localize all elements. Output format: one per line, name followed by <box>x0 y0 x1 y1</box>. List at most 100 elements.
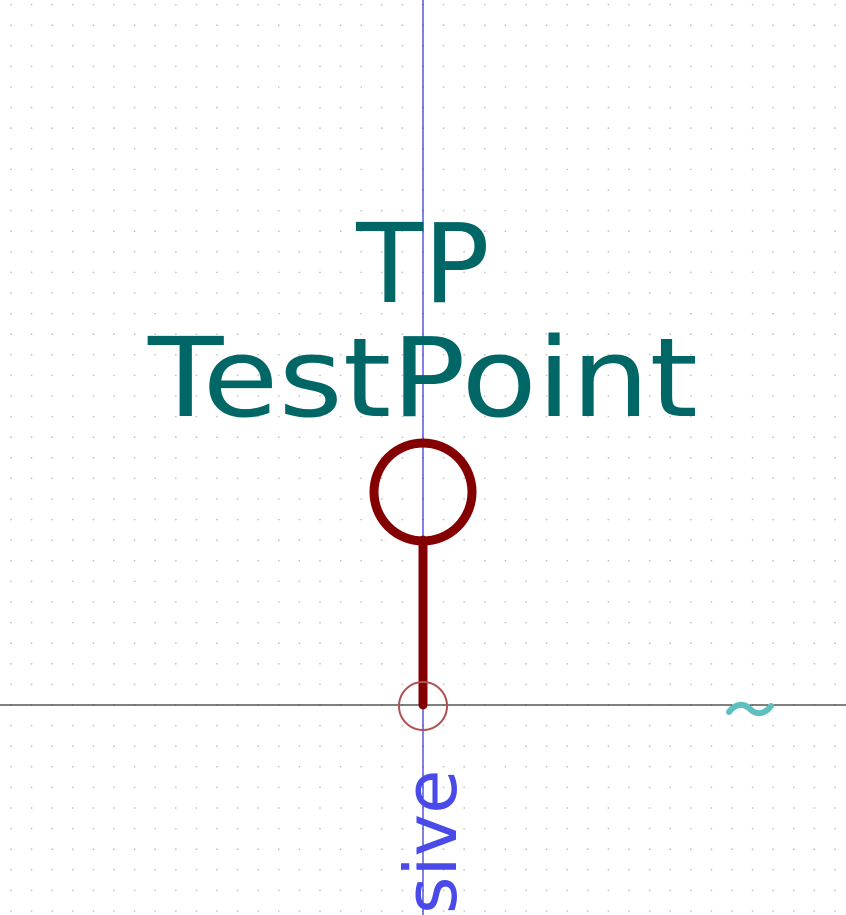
grid-dot <box>586 786 589 789</box>
grid-dot <box>628 374 630 377</box>
grid-dot <box>298 642 301 645</box>
grid-dot <box>154 292 157 294</box>
grid-dot <box>195 168 198 171</box>
grid-dot <box>813 24 816 27</box>
grid-dot <box>92 65 95 68</box>
grid-dot <box>669 807 672 809</box>
grid-dot <box>113 333 115 336</box>
grid-dot <box>195 292 198 294</box>
grid-dot <box>442 333 445 336</box>
testpoint-circle <box>369 438 477 546</box>
grid-dot <box>216 65 218 68</box>
grid-dot <box>380 271 383 274</box>
grid-dot <box>834 765 836 768</box>
grid-dot <box>607 127 610 130</box>
grid-dot <box>669 621 672 624</box>
grid-dot <box>566 230 569 233</box>
grid-dot <box>71 333 74 336</box>
grid-dot <box>319 250 321 253</box>
grid-dot <box>195 807 198 809</box>
grid-dot <box>792 889 795 892</box>
grid-dot <box>51 3 54 6</box>
grid-dot <box>545 559 548 562</box>
grid-dot <box>751 868 754 871</box>
grid-dot <box>298 456 301 459</box>
grid-dot <box>257 436 260 439</box>
grid-dot <box>236 312 239 315</box>
grid-dot <box>813 621 816 624</box>
grid-dot <box>401 168 404 171</box>
grid-dot <box>71 250 74 253</box>
grid-dot <box>545 662 548 665</box>
grid-dot <box>51 415 54 418</box>
grid-dot <box>504 868 507 871</box>
grid-dot <box>834 745 836 748</box>
grid-dot <box>51 353 54 356</box>
grid-dot <box>10 456 12 459</box>
grid-dot <box>113 147 115 150</box>
grid-dot <box>545 24 548 27</box>
grid-dot <box>154 333 157 336</box>
grid-dot <box>792 65 795 68</box>
reference-field[interactable]: TP <box>355 200 490 328</box>
grid-dot <box>319 683 321 686</box>
grid-dot <box>30 333 33 336</box>
grid-dot <box>483 415 486 418</box>
grid-dot <box>648 189 651 191</box>
grid-dot <box>751 477 754 480</box>
grid-dot <box>174 765 177 768</box>
grid-dot <box>257 86 260 88</box>
grid-dot <box>319 477 321 480</box>
grid-dot <box>566 395 569 397</box>
grid-dot <box>792 209 795 212</box>
grid-dot <box>504 456 507 459</box>
testpoint-symbol[interactable] <box>369 438 477 731</box>
grid-dot <box>463 415 466 418</box>
grid-dot <box>360 910 363 912</box>
grid-dot <box>751 456 754 459</box>
grid-dot <box>380 374 383 377</box>
value-field[interactable]: TestPoint <box>147 314 698 442</box>
grid-dot <box>195 910 198 912</box>
grid-dot <box>236 127 239 130</box>
grid-dot <box>401 189 404 191</box>
grid-dot <box>339 168 342 171</box>
grid-dot <box>380 3 383 6</box>
grid-dot <box>71 848 74 851</box>
grid-dot <box>607 580 610 583</box>
grid-dot <box>710 724 713 727</box>
grid-dot <box>339 250 342 253</box>
grid-dot <box>669 271 672 274</box>
grid-dot <box>607 786 610 789</box>
grid-dot <box>10 147 12 150</box>
grid-dot <box>10 353 12 356</box>
grid-dot <box>10 106 12 109</box>
grid-dot <box>710 868 713 871</box>
grid-dot <box>648 683 651 686</box>
grid-dot <box>669 292 672 294</box>
grid-dot <box>257 106 260 109</box>
grid-dot <box>710 395 713 397</box>
grid-dot <box>442 910 445 912</box>
grid-dot <box>92 147 95 150</box>
grid-dot <box>545 889 548 892</box>
hidden-field-marker-icon[interactable] <box>726 701 774 717</box>
grid-dot <box>648 86 651 88</box>
grid-dot <box>30 868 33 871</box>
grid-dot <box>277 106 280 109</box>
pin-anchor-circle[interactable] <box>398 681 448 731</box>
grid-dot <box>319 724 321 727</box>
grid-dot <box>628 44 630 47</box>
grid-dot <box>545 333 548 336</box>
grid-dot <box>545 44 548 47</box>
grid-dot <box>298 271 301 274</box>
grid-dot <box>731 765 733 768</box>
grid-dot <box>463 910 466 912</box>
grid-dot <box>525 312 527 315</box>
grid-dot <box>257 642 260 645</box>
grid-dot <box>813 601 816 603</box>
grid-dot <box>566 44 569 47</box>
grid-dot <box>566 827 569 830</box>
grid-dot <box>648 765 651 768</box>
